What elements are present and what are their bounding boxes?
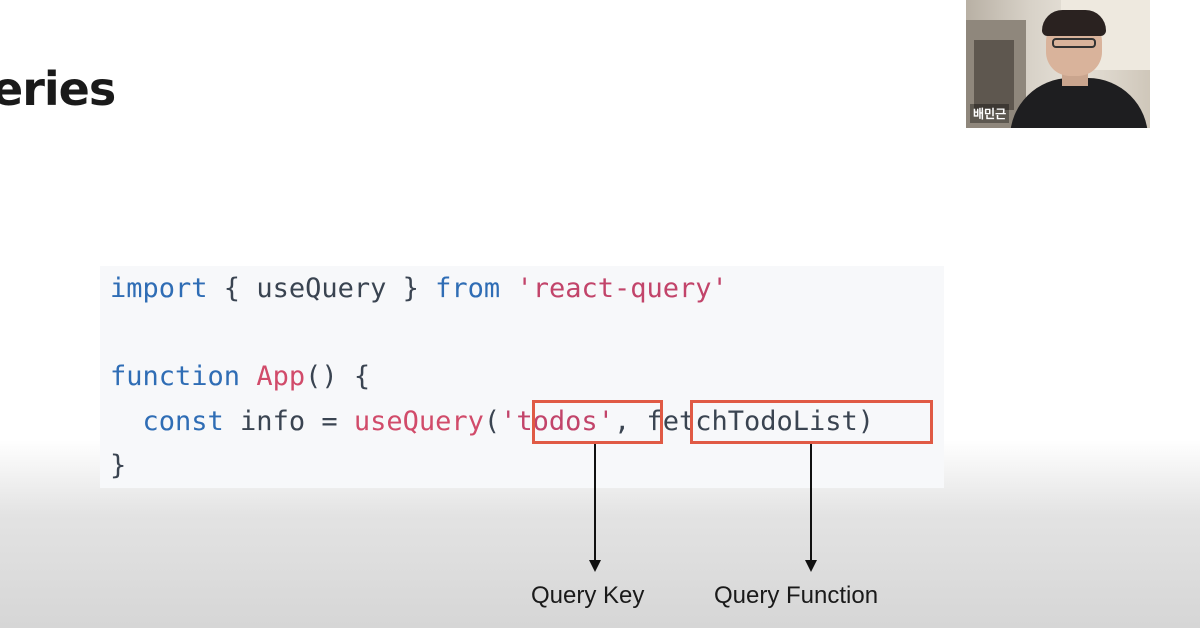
usequery-call: useQuery xyxy=(353,406,484,437)
speaker-hair xyxy=(1042,10,1106,36)
function-name: App xyxy=(256,361,306,392)
code-line-import: import { useQuery } from 'react-query' xyxy=(110,272,728,306)
import-name: useQuery xyxy=(256,273,387,304)
keyword-const: const xyxy=(142,406,224,437)
function-space xyxy=(240,361,256,392)
speaker-name-label: 배민근 xyxy=(970,104,1010,123)
keyword-import: import xyxy=(110,273,208,304)
query-function-arrow xyxy=(810,444,812,562)
module-string: 'react-query' xyxy=(516,273,728,304)
code-line-function: function App() { xyxy=(110,360,370,394)
argument-comma: , xyxy=(613,406,647,437)
import-space xyxy=(500,273,516,304)
slide-title: eries xyxy=(0,62,116,116)
assignment: info = xyxy=(223,406,354,437)
code-line-closing-brace: } xyxy=(110,450,127,481)
query-function-label: Query Function xyxy=(714,582,879,609)
code-block xyxy=(100,266,944,488)
paren-close: ) xyxy=(857,406,875,437)
function-signature: () { xyxy=(305,361,371,392)
query-key-label: Query Key xyxy=(531,582,645,609)
code-line-usequery: const info = useQuery('todos', fetchTodo… xyxy=(110,405,875,439)
speaker-glasses xyxy=(1052,38,1096,48)
keyword-from: from xyxy=(435,273,501,304)
webcam-shelf-shadow xyxy=(974,40,1014,110)
paren-open: ( xyxy=(483,406,501,437)
query-key-highlight xyxy=(532,400,663,444)
query-function-highlight xyxy=(690,400,933,444)
speaker-webcam: 배민근 xyxy=(966,0,1150,128)
import-brace-open: { xyxy=(207,273,257,304)
import-brace-close: } xyxy=(386,273,436,304)
code-indent xyxy=(110,406,143,437)
query-function-name: fetchTodoList xyxy=(646,406,858,437)
query-key-arrow xyxy=(594,444,596,562)
keyword-function: function xyxy=(110,361,241,392)
query-key-arrowhead-icon xyxy=(589,560,601,572)
query-key-string: 'todos' xyxy=(500,406,614,437)
query-function-arrowhead-icon xyxy=(805,560,817,572)
